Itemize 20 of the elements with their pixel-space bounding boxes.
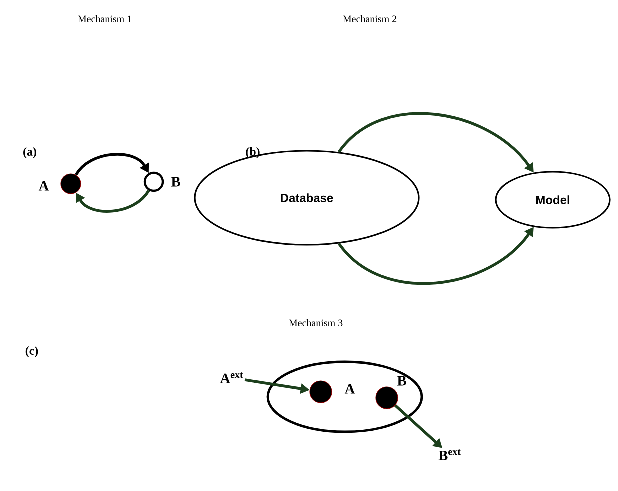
ellipse — [266, 360, 424, 434]
arrow — [75, 153, 150, 176]
panel-label: (b) — [246, 148, 260, 158]
node-label: B — [397, 376, 406, 386]
open-circle — [144, 172, 164, 192]
filled-circle — [60, 174, 82, 194]
heading: Mechanism 3 — [289, 319, 343, 327]
panel-label: (a) — [24, 148, 36, 158]
arrow — [76, 190, 150, 213]
filled-circle — [310, 380, 332, 404]
heading: Mechanism 2 — [343, 15, 397, 23]
ellipse-node: Model — [495, 171, 611, 229]
filled-circle — [376, 386, 398, 410]
node-label: B$^{ext}$ — [438, 450, 461, 460]
node-label: B — [171, 177, 180, 187]
node-label: A$^{ext}$ — [220, 372, 244, 384]
node-label: A — [344, 384, 356, 394]
node-label: A — [38, 181, 50, 191]
heading: Mechanism 1 — [78, 15, 132, 23]
panel-label: (c) — [26, 346, 38, 358]
